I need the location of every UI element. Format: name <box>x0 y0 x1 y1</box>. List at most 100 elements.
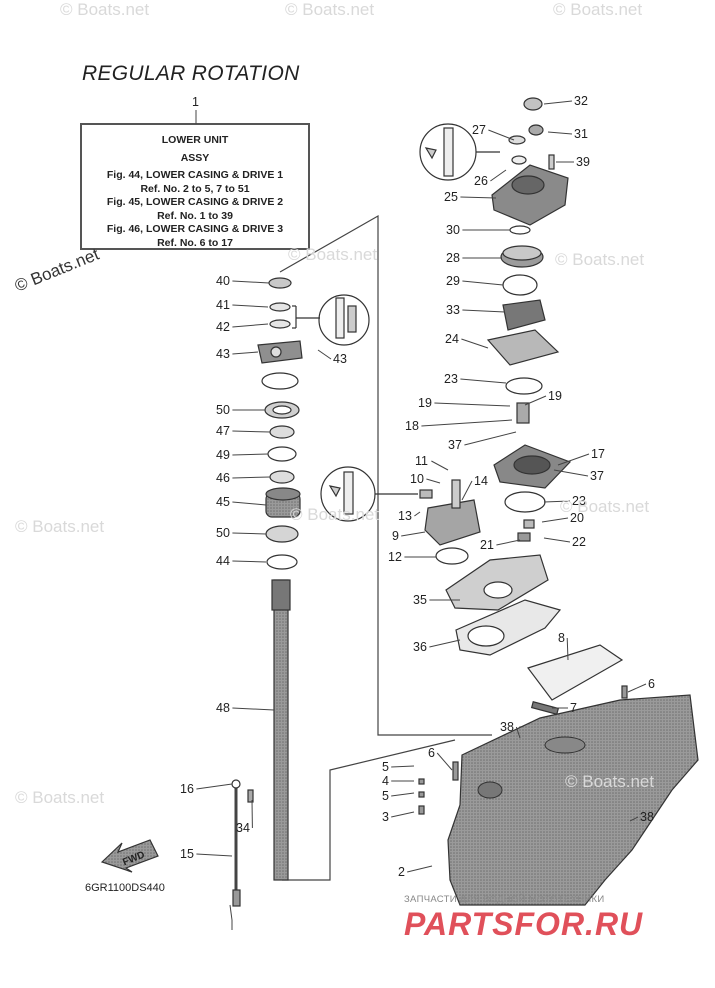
callout-11: 11 <box>415 454 428 468</box>
callout-27: 27 <box>472 123 486 137</box>
leader-line <box>232 476 271 479</box>
callout-19: 19 <box>548 389 562 403</box>
footer-logo: PARTSFOR.RU <box>404 906 644 942</box>
watermark: © Boats.net <box>290 505 380 524</box>
callout-4: 4 <box>382 774 389 788</box>
leader-line <box>426 478 441 484</box>
callout-16: 16 <box>180 782 194 796</box>
callout-28: 28 <box>446 251 460 265</box>
detail-inset-mid <box>320 466 433 522</box>
callout-34: 34 <box>236 821 250 835</box>
callout-21: 21 <box>480 538 494 552</box>
leader-line <box>434 402 511 407</box>
leader-line <box>496 539 521 546</box>
callout-49: 49 <box>216 448 230 462</box>
leader-line <box>462 280 504 286</box>
callout-26: 26 <box>474 174 488 188</box>
leader-line <box>461 480 473 501</box>
leader-line <box>391 811 415 818</box>
watermark: © Boats.net <box>555 250 645 269</box>
callout-45: 45 <box>216 495 230 509</box>
leader-line <box>232 453 269 456</box>
leader-line <box>429 639 461 648</box>
leader-line <box>515 726 521 739</box>
watermark: © Boats.net <box>288 245 378 264</box>
callout-43: 43 <box>333 352 347 366</box>
callout-14: 14 <box>474 474 488 488</box>
callout-36: 36 <box>413 640 427 654</box>
leader-line <box>232 501 267 506</box>
callout-12: 12 <box>388 550 402 564</box>
leader-line <box>557 453 590 466</box>
leader-line <box>317 349 332 360</box>
callout-6: 6 <box>428 746 435 760</box>
diagram-code: 6GR1100DS440 <box>85 882 165 894</box>
leader-line <box>543 500 571 503</box>
callout-7: 7 <box>570 701 577 715</box>
leader-line <box>391 792 415 797</box>
callout-32: 32 <box>574 94 588 108</box>
watermark: © Boats.net <box>15 517 105 536</box>
assy-line-2: ASSY <box>180 151 210 164</box>
leader-line <box>541 517 569 523</box>
leader-line <box>464 431 517 446</box>
leader-line <box>232 707 275 711</box>
assy-line-4: Ref. No. 2 to 5, 7 to 51 <box>140 182 250 195</box>
assy-line-1: LOWER UNIT <box>161 134 229 146</box>
callout-30: 30 <box>446 223 460 237</box>
left-part-stack <box>231 277 303 907</box>
callout-46: 46 <box>216 471 230 485</box>
leader-line <box>543 100 573 105</box>
lower-casing <box>447 694 699 906</box>
callout-41: 41 <box>216 298 230 312</box>
leader-line <box>421 419 513 427</box>
assy-line-3: Fig. 44, LOWER CASING & DRIVE 1 <box>106 169 284 181</box>
callout-17: 17 <box>591 447 605 461</box>
leader-line <box>460 196 497 199</box>
callout-48: 48 <box>216 701 230 715</box>
leader-line <box>232 560 267 563</box>
diagram-title: REGULAR ROTATION <box>82 62 300 85</box>
leader-line <box>490 169 507 182</box>
callout-38: 38 <box>500 720 514 734</box>
callout-15: 15 <box>180 847 194 861</box>
assy-line-7: Fig. 46, LOWER CASING & DRIVE 3 <box>106 223 284 235</box>
leader-line <box>232 430 271 433</box>
callout-50: 50 <box>216 403 230 417</box>
callout-24: 24 <box>445 332 459 346</box>
leader-line <box>232 351 259 355</box>
callout-33: 33 <box>446 303 460 317</box>
callout-37: 37 <box>590 469 604 483</box>
leader-line <box>460 378 507 384</box>
leader-line <box>461 338 489 349</box>
leader-line <box>232 532 267 535</box>
leader-line <box>462 309 506 313</box>
footer-tagline: ЗАПЧАСТИ ДЛЯ ВОДНОЙ МОТОТЕХНИКИ <box>404 894 605 905</box>
leader-line <box>547 131 573 135</box>
callout-31: 31 <box>574 127 588 141</box>
leader-line <box>196 783 233 790</box>
leader-line <box>543 537 571 543</box>
callout-3: 3 <box>382 810 389 824</box>
leader-line <box>407 865 433 873</box>
leader-line <box>627 683 647 693</box>
callout-18: 18 <box>405 419 419 433</box>
callout-42: 42 <box>216 320 230 334</box>
leader-line <box>391 765 415 768</box>
callout-47: 47 <box>216 424 230 438</box>
leader-line <box>196 853 233 857</box>
callout-44: 44 <box>216 554 230 568</box>
leader-line <box>553 469 589 477</box>
callout-50: 50 <box>216 526 230 540</box>
leader-line <box>436 752 453 771</box>
callout-10: 10 <box>410 472 424 486</box>
callout-35: 35 <box>413 593 427 607</box>
assy-line-8: Ref. No. 6 to 17 <box>157 236 233 249</box>
callout-38: 38 <box>640 810 654 824</box>
callout-13: 13 <box>398 509 412 523</box>
leader-line <box>232 280 270 284</box>
callout-22: 22 <box>572 535 586 549</box>
ref-label-1: 1 <box>192 95 199 109</box>
callout-5: 5 <box>382 760 389 774</box>
